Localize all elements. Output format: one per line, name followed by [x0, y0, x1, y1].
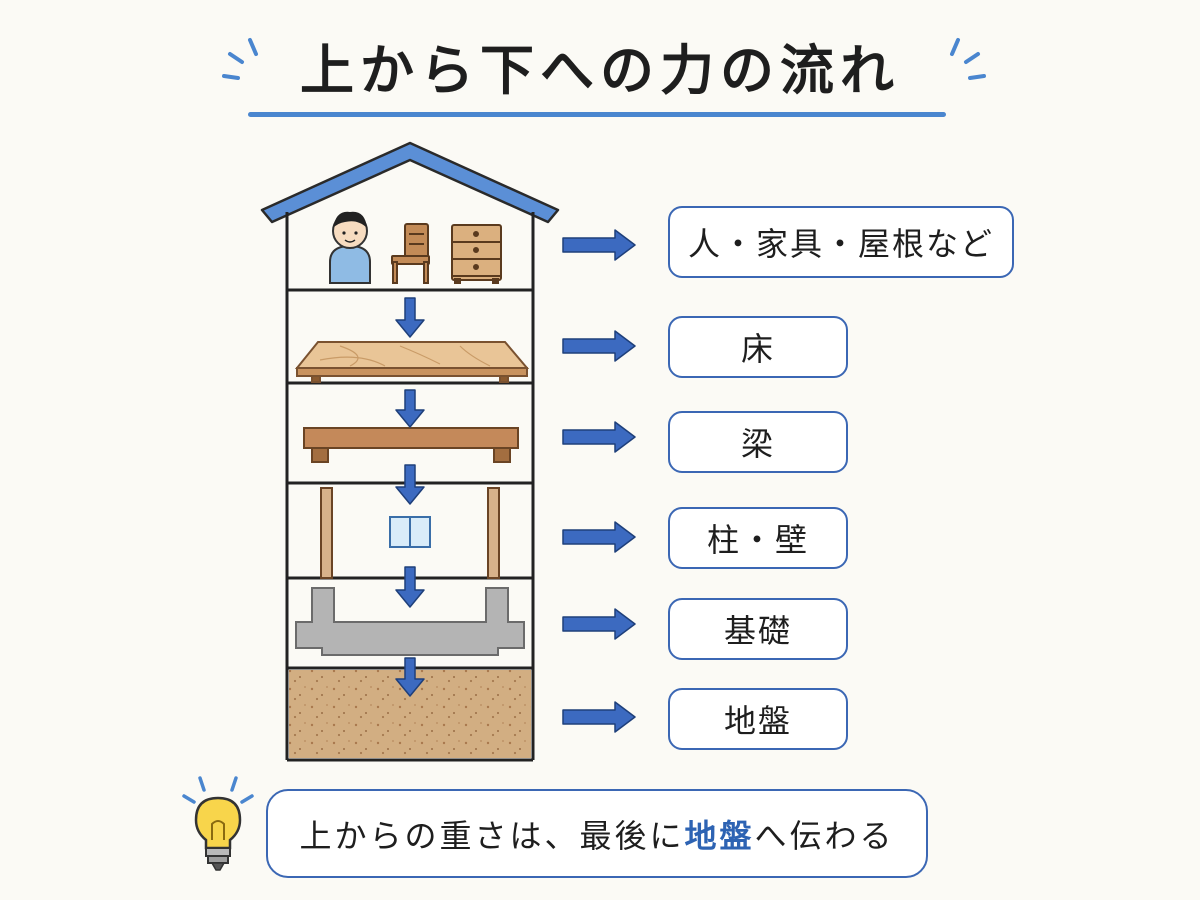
summary-text-before: 上からの重さは、最後に [299, 816, 685, 855]
sparkle-icon [222, 38, 258, 80]
window-icon [389, 516, 431, 548]
dresser-icon [451, 224, 502, 284]
foundation-icon [295, 587, 525, 656]
person-icon [329, 211, 371, 284]
pillar-icon [320, 487, 500, 579]
arrow-down-icon [395, 297, 425, 697]
chair-icon [391, 223, 430, 284]
arrow-right-icon [562, 229, 636, 733]
label-ground: 地盤 [668, 688, 848, 750]
label-floor: 床 [668, 316, 848, 378]
label-load: 人・家具・屋根など [668, 206, 1014, 278]
label-pillar-wall: 柱・壁 [668, 507, 848, 569]
sparkle-icon [950, 38, 986, 80]
lightbulb-icon [182, 776, 254, 871]
beam-icon [303, 427, 519, 463]
label-beam: 梁 [668, 411, 848, 473]
summary-text-after: へ伝わる [754, 816, 895, 855]
roof [260, 141, 560, 224]
label-foundation: 基礎 [668, 598, 848, 660]
summary-highlight: 地盤 [684, 816, 755, 855]
title-underline [248, 112, 946, 117]
summary-box: 上からの重さは、最後に地盤へ伝わる [266, 789, 928, 878]
floor-board-icon [294, 341, 530, 383]
page-title: 上から下への力の流れ [300, 39, 900, 102]
